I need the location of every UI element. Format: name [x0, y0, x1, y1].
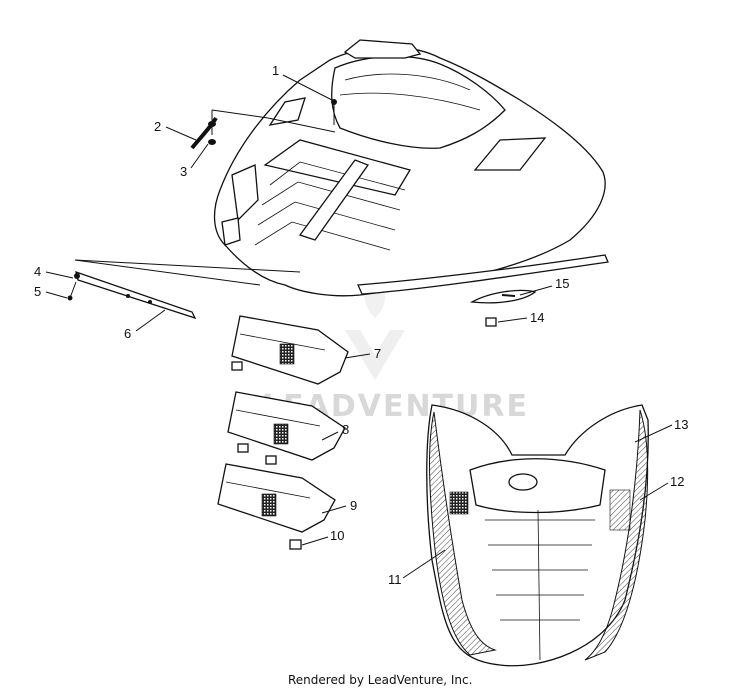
callout-1: 1: [272, 63, 279, 78]
hood-lower-shell: [426, 404, 649, 667]
window-panel-8: [227, 391, 346, 465]
callout-13: 13: [674, 417, 688, 432]
callout-10: 10: [330, 528, 344, 543]
callout-14: 14: [530, 310, 544, 325]
callout-leaders: [45, 74, 673, 579]
hood-upper: [213, 39, 609, 297]
callout-8: 8: [342, 422, 349, 437]
callout-11: 11: [388, 572, 402, 587]
bolt-part: [331, 99, 337, 125]
footer-credit: Rendered by LeadVenture, Inc.: [288, 673, 472, 687]
callout-2: 2: [154, 119, 161, 134]
callout-3: 3: [180, 164, 187, 179]
callout-9: 9: [350, 498, 357, 513]
callout-7: 7: [374, 346, 381, 361]
window-panel-9: [217, 463, 336, 550]
strap-part: [190, 116, 218, 150]
callout-6: 6: [124, 326, 131, 341]
trim-strip-part: [67, 270, 197, 320]
callout-12: 12: [670, 474, 684, 489]
callout-4: 4: [34, 264, 41, 279]
small-trim-part: [469, 289, 537, 327]
callout-5: 5: [34, 284, 41, 299]
callout-15: 15: [555, 276, 569, 291]
hood-leaders: [74, 109, 336, 286]
window-panel-7: [231, 315, 349, 385]
